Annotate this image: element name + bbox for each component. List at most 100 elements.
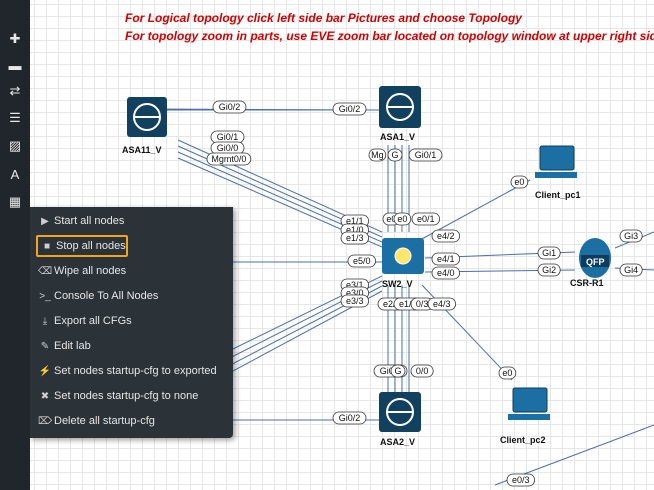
- svg-text:e3/3: e3/3: [346, 296, 364, 306]
- menu-item-label: Wipe all nodes: [54, 265, 127, 277]
- text-icon[interactable]: A: [10, 166, 20, 182]
- svg-text:G: G: [391, 150, 398, 160]
- list-icon[interactable]: ☰: [9, 110, 21, 125]
- svg-text:e4/1: e4/1: [437, 254, 455, 264]
- svg-text:Gi1: Gi1: [542, 248, 556, 258]
- eraser-icon: ⌫: [38, 265, 53, 277]
- export-icon: ⤓: [42, 315, 48, 327]
- menu-item-label: Delete all startup-cfg: [54, 415, 155, 427]
- menu-item-start-all-nodes[interactable]: ▶Start all nodes: [30, 210, 233, 232]
- asa2-node: ASA2_V: [379, 392, 421, 447]
- pencil-icon: ✎: [40, 340, 50, 352]
- svg-text:e3/1: e3/1: [346, 280, 364, 290]
- menu-item-label: Edit lab: [54, 340, 91, 352]
- svg-text:e0: e0: [397, 214, 407, 224]
- pc2-node: Client_pc2: [500, 387, 550, 445]
- port-label: e4/1: [431, 252, 461, 266]
- drive-icon[interactable]: ▬: [8, 57, 22, 73]
- trash-icon: ⌦: [38, 415, 53, 427]
- menu-item-edit-lab[interactable]: ✎ Edit lab: [30, 335, 233, 357]
- menu-item-label: Stop all nodes: [56, 240, 126, 252]
- port-label: Mgmt0/0: [206, 152, 252, 166]
- svg-text:Client_pc1: Client_pc1: [535, 190, 581, 200]
- port-label: Gi3: [619, 229, 643, 243]
- svg-text:Gi0/1: Gi0/1: [380, 366, 402, 376]
- topology-canvas[interactable]: For Logical topology click left side bar…: [30, 0, 654, 490]
- port-label: G: [390, 364, 406, 378]
- port-label: Gi0/2: [332, 411, 367, 425]
- svg-text:e0/3: e0/3: [512, 475, 530, 485]
- svg-text:G: G: [394, 366, 401, 376]
- svg-text:e1/1: e1/1: [346, 216, 364, 226]
- menu-item-delete-all-startup-cfg[interactable]: ⌦Delete all startup-cfg: [30, 410, 233, 432]
- port-label: Gi0/1: [408, 148, 443, 162]
- svg-text:e4/0: e4/0: [437, 268, 455, 278]
- bolt-icon: ⚡: [38, 365, 52, 377]
- svg-text:ASA1_V: ASA1_V: [380, 132, 415, 142]
- pc1-node: Client_pc1: [535, 145, 581, 200]
- menu-item-set-nodes-startup-cfg-to-exported[interactable]: ⚡Set nodes startup-cfg to exported: [30, 360, 233, 382]
- port-label: Gi0/2: [332, 102, 367, 116]
- port-label: Gi0/0: [210, 141, 245, 155]
- csr-node: QFP CSR-R1: [570, 238, 611, 288]
- port-label: Gi0/2: [212, 100, 247, 114]
- svg-text:Gi0/2: Gi0/2: [339, 413, 361, 423]
- svg-text:CSR-R1: CSR-R1: [570, 278, 604, 288]
- port-label: Gi4: [619, 263, 643, 277]
- plus-icon[interactable]: ✚: [9, 31, 21, 46]
- svg-text:e0: e0: [386, 214, 396, 224]
- exchange-icon[interactable]: ⇄: [9, 83, 21, 98]
- play-icon: ▶: [41, 215, 49, 227]
- port-label: e1/3: [340, 231, 370, 245]
- svg-text:e1/0: e1/0: [346, 225, 364, 235]
- menu-item-label: Console To All Nodes: [54, 290, 159, 302]
- menu-item-wipe-all-nodes[interactable]: ⌫Wipe all nodes: [30, 260, 233, 282]
- menu-item-stop-all-nodes[interactable]: ■ Stop all nodes: [36, 235, 128, 257]
- svg-text:Mg: Mg: [371, 150, 384, 160]
- svg-text:ASA11_V: ASA11_V: [122, 145, 162, 155]
- menu-item-label: Export all CFGs: [54, 315, 132, 327]
- svg-text:e2/0: e2/0: [383, 299, 401, 309]
- svg-text:e1/3: e1/3: [346, 233, 364, 243]
- svg-text:e0/1: e0/1: [417, 214, 435, 224]
- port-label: G: [387, 148, 403, 162]
- menu-item-console-to-all-nodes[interactable]: >_Console To All Nodes: [30, 285, 233, 307]
- stop-icon: ■: [43, 240, 51, 252]
- menu-item-label: Set nodes startup-cfg to none: [54, 390, 199, 402]
- asa11-node: ASA11_V: [122, 97, 167, 155]
- menu-item-export-all-cfgs[interactable]: ⤓ Export all CFGs: [30, 310, 233, 332]
- svg-text:Gi0/0: Gi0/0: [217, 143, 239, 153]
- port-label: Mg: [368, 148, 387, 162]
- svg-text:e3/0: e3/0: [346, 288, 364, 298]
- port-label: e0: [498, 366, 517, 380]
- svg-text:SW2_V: SW2_V: [382, 279, 413, 289]
- svg-text:ASA2_V: ASA2_V: [380, 437, 415, 447]
- left-sidebar: ✚ ▬ ⇄ ☰ ▨ A ▦: [0, 0, 30, 490]
- grid-icon[interactable]: ▦: [8, 194, 22, 209]
- menu-item-label: Set nodes startup-cfg to exported: [54, 365, 217, 377]
- sw2-node: SW2_V: [382, 238, 424, 289]
- svg-text:Gi2: Gi2: [542, 265, 556, 275]
- svg-text:e5/0: e5/0: [353, 256, 371, 266]
- svg-text:Gi0/1: Gi0/1: [415, 150, 437, 160]
- topology-note-1: For Logical topology click left side bar…: [125, 11, 522, 25]
- picture-icon[interactable]: ▨: [8, 138, 22, 153]
- svg-text:Gi0/1: Gi0/1: [217, 132, 239, 142]
- menu-item-set-nodes-startup-cfg-to-none[interactable]: ✖ Set nodes startup-cfg to none: [30, 385, 233, 407]
- asa1-node: ASA1_V: [379, 86, 421, 142]
- port-label: e4/2: [431, 229, 461, 243]
- svg-text:e0: e0: [514, 177, 524, 187]
- svg-text:e4/2: e4/2: [437, 231, 455, 241]
- svg-text:Gi4: Gi4: [624, 265, 638, 275]
- port-label: 0/0: [410, 364, 434, 378]
- svg-text:Gi3: Gi3: [624, 231, 638, 241]
- port-label: e3/3: [340, 294, 370, 308]
- port-label: e0: [393, 212, 412, 226]
- port-label: e5/0: [347, 254, 377, 268]
- port-label: e0/1: [411, 212, 441, 226]
- port-label: e4/0: [431, 266, 461, 280]
- port-label: Gi2: [537, 263, 561, 277]
- x-icon: ✖: [40, 390, 50, 402]
- svg-text:e4/3: e4/3: [433, 299, 451, 309]
- svg-text:e1/0: e1/0: [399, 299, 417, 309]
